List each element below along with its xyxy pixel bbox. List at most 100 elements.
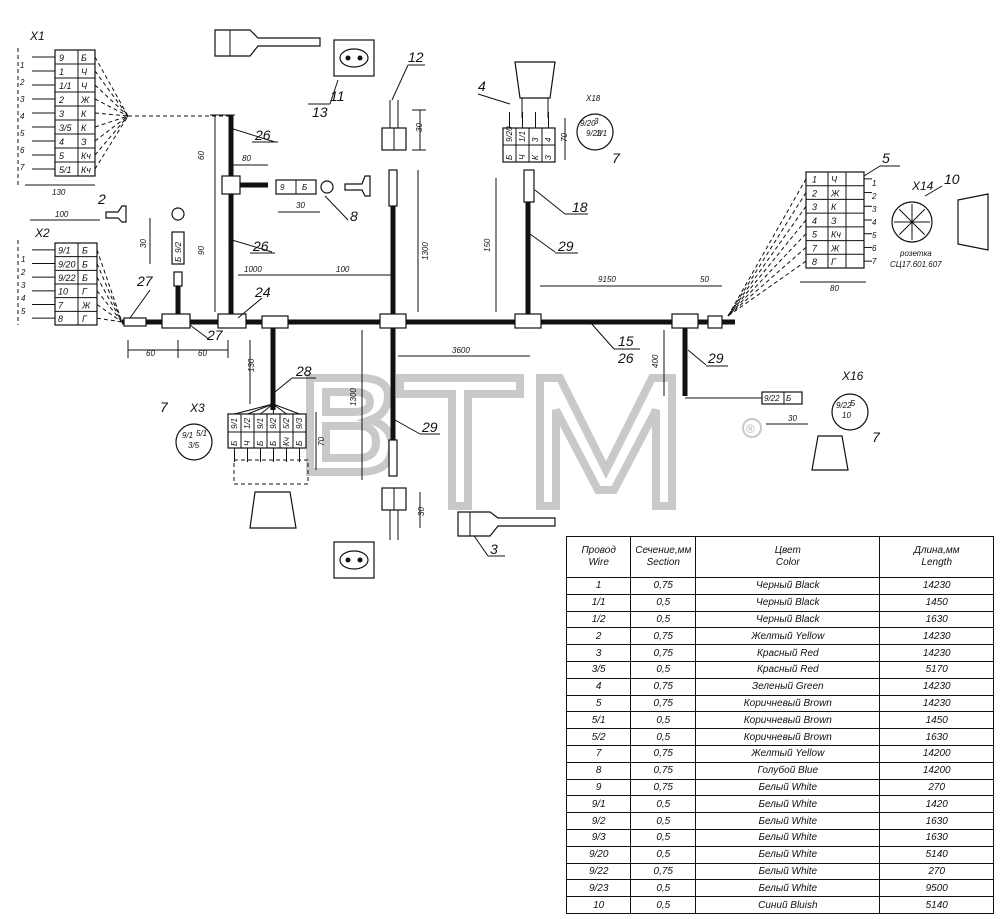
x1-side-pin-4: 5 — [20, 129, 25, 138]
callout-29-right: 29 — [707, 350, 724, 366]
right-pin-2: 3 — [812, 202, 817, 212]
lamp-icon-top — [514, 61, 556, 118]
bottom-block-color-4: Кч — [282, 437, 291, 446]
callout-26-top: 26 — [254, 127, 271, 143]
length-cell: 1630 — [879, 828, 994, 847]
bottom-block-pin-3: 9/2 — [269, 417, 278, 429]
color-cell: Черный Black — [695, 610, 881, 629]
vertical-small-color: Б — [174, 257, 183, 262]
x2-color-5: Г — [82, 314, 88, 324]
connector-bottom-center: 30 — [381, 439, 426, 540]
right-pin-0: 1 — [812, 175, 817, 185]
callout-27-left: 27 — [136, 273, 154, 289]
x3-label: X3 — [189, 401, 205, 415]
section-cell: 0,75 — [630, 577, 697, 595]
x1-label: X1 — [29, 29, 45, 43]
mid-dimensions: 1300 150 9150 50 3600 130 1300 400 — [247, 170, 722, 480]
wire-cell: 9/2 — [565, 812, 632, 830]
x2-side-pin-1: 2 — [20, 268, 26, 277]
x2-side-pin-4: 5 — [21, 307, 26, 316]
connector-x14: X14 розетка СЦ17.601.607 — [890, 179, 989, 269]
callout-7-x16: 7 — [872, 429, 881, 445]
color-cell: Черный Black — [695, 593, 881, 612]
x1-side-pin-0: 1 — [20, 61, 24, 70]
wire-cell: 5/2 — [565, 728, 632, 746]
x2-pin-0: 9/1 — [58, 246, 71, 256]
dim-70-bottom: 70 — [317, 437, 326, 446]
dim-90: 90 — [197, 246, 206, 255]
x1-pin-1: 1 — [59, 67, 64, 77]
callout-26-right: 26 — [617, 350, 634, 366]
bottom-block-color-1: Ч — [243, 440, 252, 446]
x3-pin-2: 5/1 — [196, 429, 207, 438]
x2-pin-5: 8 — [58, 314, 63, 324]
wire-cell: 9 — [565, 778, 632, 797]
dim-130-x1: 130 — [52, 188, 66, 197]
color-cell: Черный Black — [695, 577, 881, 595]
section-cell: 0,75 — [630, 694, 697, 713]
top-block-pin-1: 1/1 — [518, 131, 527, 142]
color-cell: Голубой Blue — [695, 761, 881, 780]
lamp2-pin: 9/22 — [764, 394, 780, 403]
section-cell: 0,75 — [630, 744, 697, 763]
section-cell: 0,5 — [630, 795, 697, 814]
bottom-block-color-3: Б — [269, 441, 278, 446]
x2-side-pin-3: 4 — [21, 294, 26, 303]
dim-60-vert: 60 — [197, 151, 206, 160]
dim-100-mid: 100 — [336, 265, 350, 274]
dim-60-right: 60 — [198, 349, 207, 358]
length-cell: 1630 — [879, 728, 994, 746]
top-block-pin-0: 9/20 — [505, 126, 514, 142]
x1-side-pin-5: 6 — [20, 146, 25, 155]
x1-side-pin-3: 4 — [20, 112, 25, 121]
callout-27-right: 27 — [206, 327, 224, 343]
wire-cell: 9/23 — [565, 879, 632, 898]
x16-pin-1: 10 — [842, 411, 851, 420]
color-cell: Белый White — [695, 812, 881, 830]
btm-watermark: ® — [306, 374, 762, 510]
dim-80-a: 80 — [242, 154, 251, 163]
color-cell: Белый White — [695, 795, 881, 814]
x2-color-4: Ж — [81, 300, 91, 310]
wire-cell: 1/2 — [565, 610, 632, 629]
length-cell: 270 — [879, 778, 994, 797]
right-color-4: Кч — [831, 230, 841, 240]
color-cell: Белый White — [695, 879, 881, 898]
section-cell: 0,5 — [630, 828, 697, 847]
length-cell: 14230 — [879, 577, 994, 595]
bottom-block-pin-0: 9/1 — [230, 418, 239, 429]
socket-icon-bottom — [333, 541, 375, 579]
section-cell: 0,5 — [630, 711, 697, 730]
x14-caption: розетка — [899, 249, 932, 258]
x18-pin-0: 9/20 — [580, 119, 596, 128]
right-color-3: З — [831, 216, 837, 226]
x1-pin-4: 3 — [59, 109, 64, 119]
x1-color-3: Ж — [80, 95, 90, 105]
right-side-pin-0: 1 — [872, 179, 876, 188]
length-cell: 14230 — [879, 694, 994, 713]
length-cell: 14200 — [879, 744, 994, 763]
right-pin-6: 8 — [812, 257, 817, 267]
section-cell: 0,75 — [630, 677, 697, 696]
wire-cell: 5 — [565, 694, 632, 713]
x2-color-0: Б — [82, 246, 88, 256]
dim-80-right: 80 — [830, 284, 839, 293]
callout-24: 24 — [254, 284, 271, 300]
x1-pin-6: 4 — [59, 137, 64, 147]
plug-icon-bottom — [457, 511, 556, 537]
x1-color-0: Б — [81, 53, 87, 63]
